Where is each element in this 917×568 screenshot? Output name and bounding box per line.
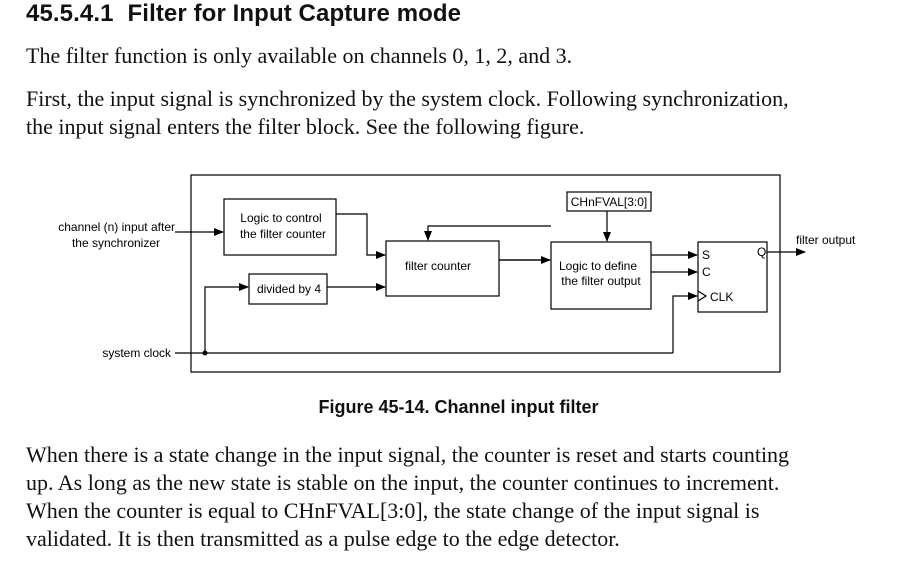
intro-paragraph: The filter function is only available on… xyxy=(26,42,572,70)
ff-c-label: C xyxy=(702,265,711,279)
sync-paragraph: First, the input signal is synchronized … xyxy=(26,85,789,141)
section-number: 45.5.4.1 xyxy=(26,0,114,27)
figure-caption: Figure 45-14. Channel input filter xyxy=(318,397,599,417)
flip-flop-block xyxy=(697,241,768,313)
diagram-frame xyxy=(190,174,781,373)
sync-line-2: the input signal enters the filter block… xyxy=(26,114,585,139)
divided-by-4-block xyxy=(248,273,328,305)
logic-define-label-2: the filter output xyxy=(561,274,641,288)
ff-q-label: Q xyxy=(757,245,766,259)
channel-input-label-1: channel (n) input after xyxy=(58,220,175,234)
state-line-2: up. As long as the new state is stable o… xyxy=(26,470,780,495)
system-clock-label: system clock xyxy=(102,346,172,360)
divided-by-4-label: divided by 4 xyxy=(257,282,321,296)
ff-s-label: S xyxy=(702,248,710,262)
filter-counter-label: filter counter xyxy=(405,259,471,273)
intro-text: The filter function is only available on… xyxy=(26,43,573,68)
ff-clk-label: CLK xyxy=(710,290,733,304)
chnfval-register xyxy=(566,191,652,212)
logic-define-label-1: Logic to define xyxy=(559,259,637,273)
channel-input-label-2: the synchronizer xyxy=(72,236,160,250)
chnfval-label: CHnFVAL[3:0] xyxy=(571,195,647,209)
state-line-3: When the counter is equal to CHnFVAL[3:0… xyxy=(26,498,760,523)
clock-junction-dot xyxy=(202,350,208,356)
filter-counter-block xyxy=(385,240,500,297)
logic-control-block xyxy=(223,198,337,256)
logic-control-label-2: the filter counter xyxy=(240,227,326,241)
logic-define-block xyxy=(550,241,652,310)
sync-line-1: First, the input signal is synchronized … xyxy=(26,86,789,111)
section-heading: 45.5.4.1 Filter for Input Capture mode xyxy=(26,0,461,28)
state-line-4: validated. It is then transmitted as a p… xyxy=(26,526,620,551)
state-line-1: When there is a state change in the inpu… xyxy=(26,442,790,467)
section-title: Filter for Input Capture mode xyxy=(127,0,462,27)
logic-control-label-1: Logic to control xyxy=(240,211,321,225)
filter-output-label: filter output xyxy=(796,233,856,247)
state-change-paragraph: When there is a state change in the inpu… xyxy=(26,441,789,553)
channel-input-filter-diagram: channel (n) input after the synchronizer… xyxy=(58,174,856,373)
